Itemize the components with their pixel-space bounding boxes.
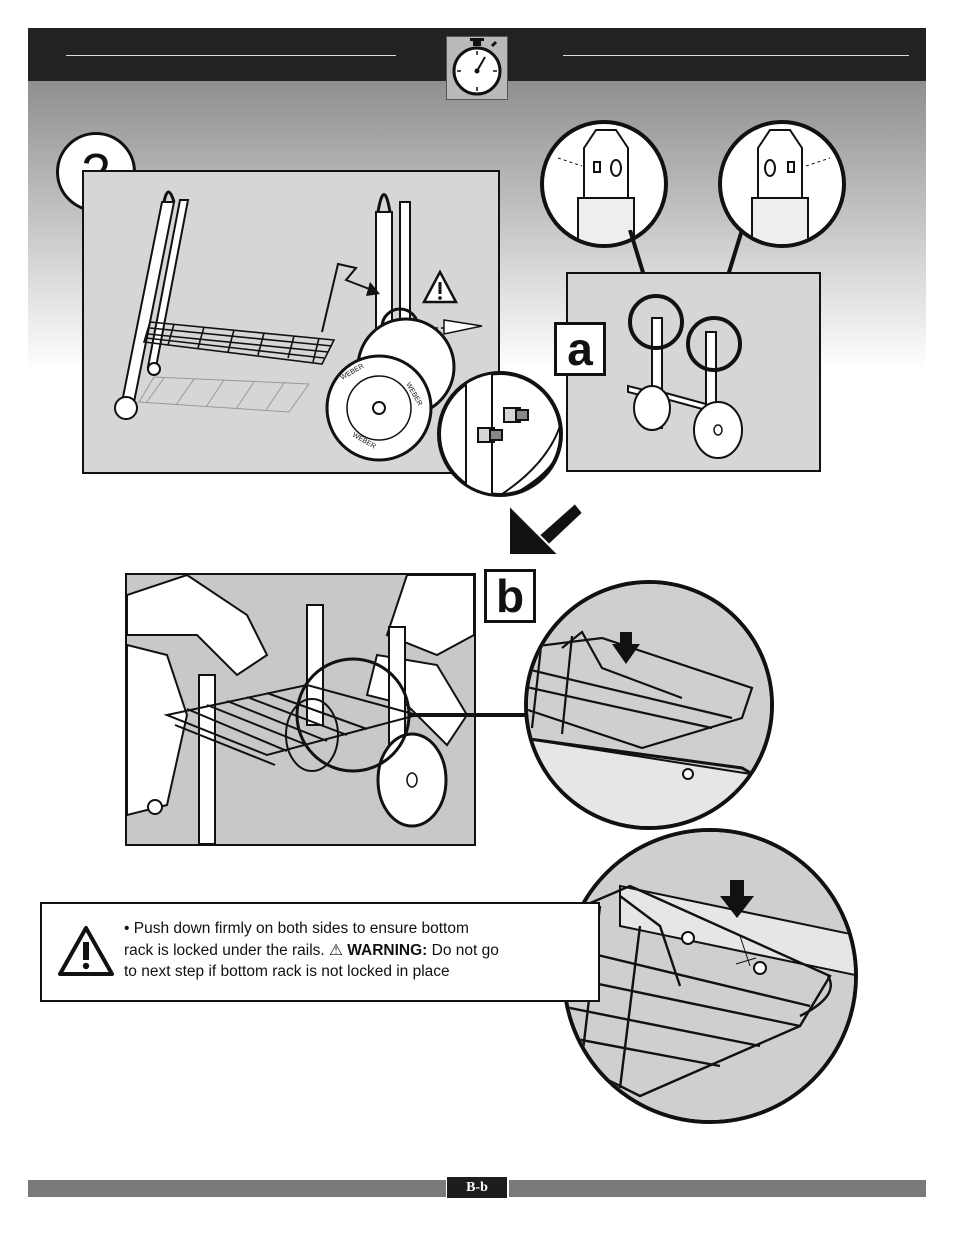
bolt-zoom-circle xyxy=(436,370,564,503)
warning-line-3: to next step if bottom rack is not locke… xyxy=(124,963,450,980)
main-illustration-panel: WEBER WEBER WEBER xyxy=(82,170,500,474)
rack-zoom-circle-bottom xyxy=(560,826,860,1131)
page-number: B-b xyxy=(447,1177,507,1198)
zoom-connector-line-b xyxy=(410,713,530,717)
label-b: b xyxy=(484,569,536,623)
header-line-left xyxy=(66,55,396,56)
warning-line-2-post: Do not go xyxy=(427,941,499,959)
footer-bar-right xyxy=(509,1180,926,1197)
panel-a-illustration xyxy=(566,272,821,472)
leg-end-zoom-left xyxy=(538,118,670,255)
panel-b-photo xyxy=(125,573,476,846)
warning-symbol: ⚠ xyxy=(329,941,343,959)
warning-label: WARNING: xyxy=(342,941,428,959)
warning-triangle-icon xyxy=(421,269,459,304)
footer-bar-left xyxy=(28,1180,446,1197)
header-line-right xyxy=(563,55,909,56)
warning-line-1: • Push down firmly on both sides to ensu… xyxy=(124,920,469,937)
warning-triangle-icon xyxy=(58,926,114,976)
warning-text: • Push down firmly on both sides to ensu… xyxy=(124,918,564,983)
label-a: a xyxy=(554,322,606,376)
arrow-down-left-icon xyxy=(508,501,585,556)
rack-zoom-circle-top xyxy=(522,578,776,837)
arrow-down-icon xyxy=(612,632,640,664)
warning-line-2-pre: rack is locked under the rails. xyxy=(124,941,330,959)
stopwatch-icon xyxy=(446,36,508,100)
warning-box: • Push down firmly on both sides to ensu… xyxy=(40,902,600,1002)
leg-end-zoom-right xyxy=(716,118,848,255)
arrow-down-icon xyxy=(720,880,754,918)
